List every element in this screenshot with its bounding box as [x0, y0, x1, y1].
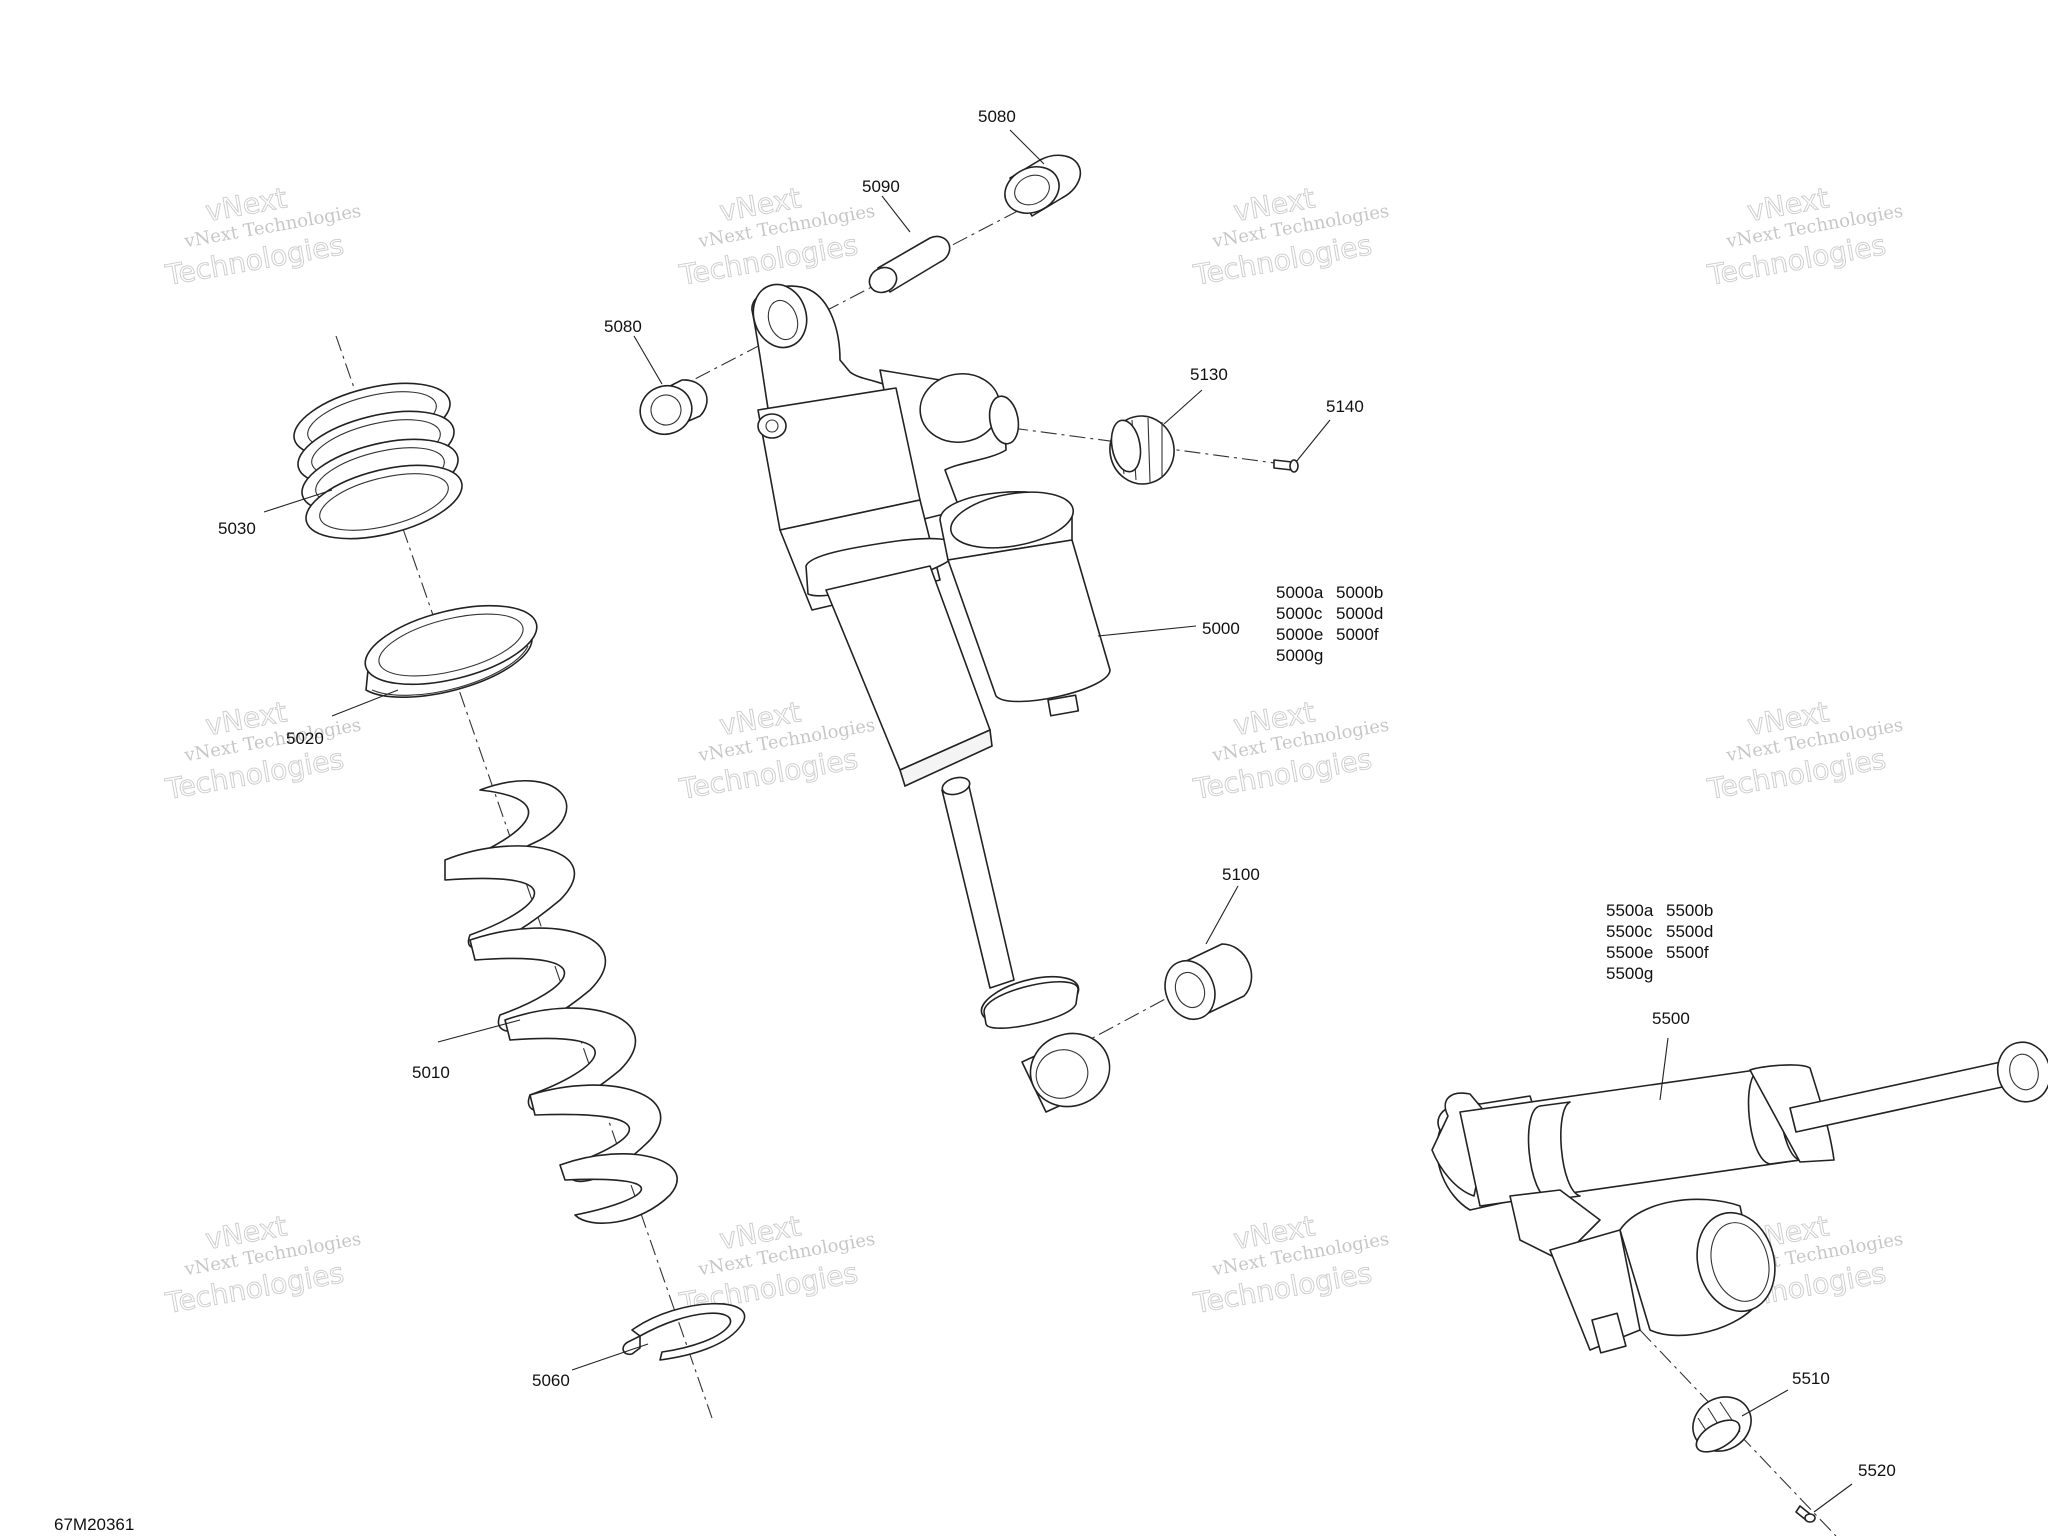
callout-5520: 5520 — [1858, 1461, 1896, 1480]
variant-list-5500: 5500a 5500b 5500c 5500d 5500e 5500f 5500g — [1606, 901, 1713, 983]
shock-absorber-5500-assembly — [1431, 1036, 2048, 1536]
part-5090-sleeve[interactable] — [865, 235, 951, 298]
spring-stack-assembly — [287, 335, 746, 1419]
variant-list-5000: 5000a 5000b 5000c 5000d 5000e 5000f 5000g — [1276, 583, 1383, 665]
part-5130-adjuster-knob[interactable] — [1105, 411, 1180, 489]
part-5140-screw[interactable] — [1273, 459, 1299, 473]
callout-5060: 5060 — [532, 1371, 570, 1390]
part-5030-spring[interactable] — [287, 370, 470, 553]
variant-code: 5000g — [1276, 646, 1323, 665]
callout-labels: 5080 5090 5080 5130 5140 5030 5020 5010 … — [218, 107, 1896, 1480]
part-5080-lower-bushing[interactable] — [633, 379, 708, 442]
drawing-id: 67M20361 — [54, 1515, 134, 1534]
part-5510-adjuster-knob[interactable] — [1683, 1386, 1761, 1461]
variant-code: 5500e — [1606, 943, 1653, 962]
callout-5510: 5510 — [1792, 1369, 1830, 1388]
variant-code: 5000a — [1276, 583, 1324, 602]
part-5020-collar[interactable] — [357, 591, 544, 700]
callout-5500: 5500 — [1652, 1009, 1690, 1028]
variant-code: 5500f — [1666, 943, 1709, 962]
callout-5020: 5020 — [286, 729, 324, 748]
callout-5010: 5010 — [412, 1063, 450, 1082]
shock-5500-lower-axis — [1639, 1329, 1837, 1536]
variant-code: 5500b — [1666, 901, 1713, 920]
leader-lines — [263, 129, 1853, 1513]
callout-5000: 5000 — [1202, 619, 1240, 638]
callout-5100: 5100 — [1222, 865, 1260, 884]
upper-eye-axis — [669, 189, 1059, 393]
variant-code: 5500a — [1606, 901, 1654, 920]
part-5010-main-spring[interactable] — [444, 780, 678, 1224]
callout-5080-upper: 5080 — [978, 107, 1016, 126]
variant-code: 5000d — [1336, 604, 1383, 623]
part-5060-retaining-clip[interactable] — [622, 1302, 746, 1361]
variant-code: 5500g — [1606, 964, 1653, 983]
variant-code: 5500d — [1666, 922, 1713, 941]
callout-5130: 5130 — [1190, 365, 1228, 384]
callout-5030: 5030 — [218, 519, 256, 538]
part-5080-upper-bushing[interactable] — [997, 154, 1082, 221]
callout-5140: 5140 — [1326, 397, 1364, 416]
variant-code: 5500c — [1606, 922, 1653, 941]
part-5500-shock-body[interactable] — [1431, 1036, 2048, 1354]
callout-5090: 5090 — [862, 177, 900, 196]
adjuster-axis — [1011, 427, 1291, 466]
variant-code: 5000e — [1276, 625, 1323, 644]
part-5100-lower-bushing[interactable] — [1157, 943, 1253, 1027]
variant-code: 5000c — [1276, 604, 1323, 623]
part-5520-screw[interactable] — [1795, 1505, 1816, 1523]
part-5000-shock-body[interactable] — [745, 278, 1120, 1118]
callout-5080-lower: 5080 — [604, 317, 642, 336]
variant-code: 5000b — [1336, 583, 1383, 602]
shock-absorber-5000-assembly — [633, 154, 1299, 1118]
variant-code: 5000f — [1336, 625, 1379, 644]
